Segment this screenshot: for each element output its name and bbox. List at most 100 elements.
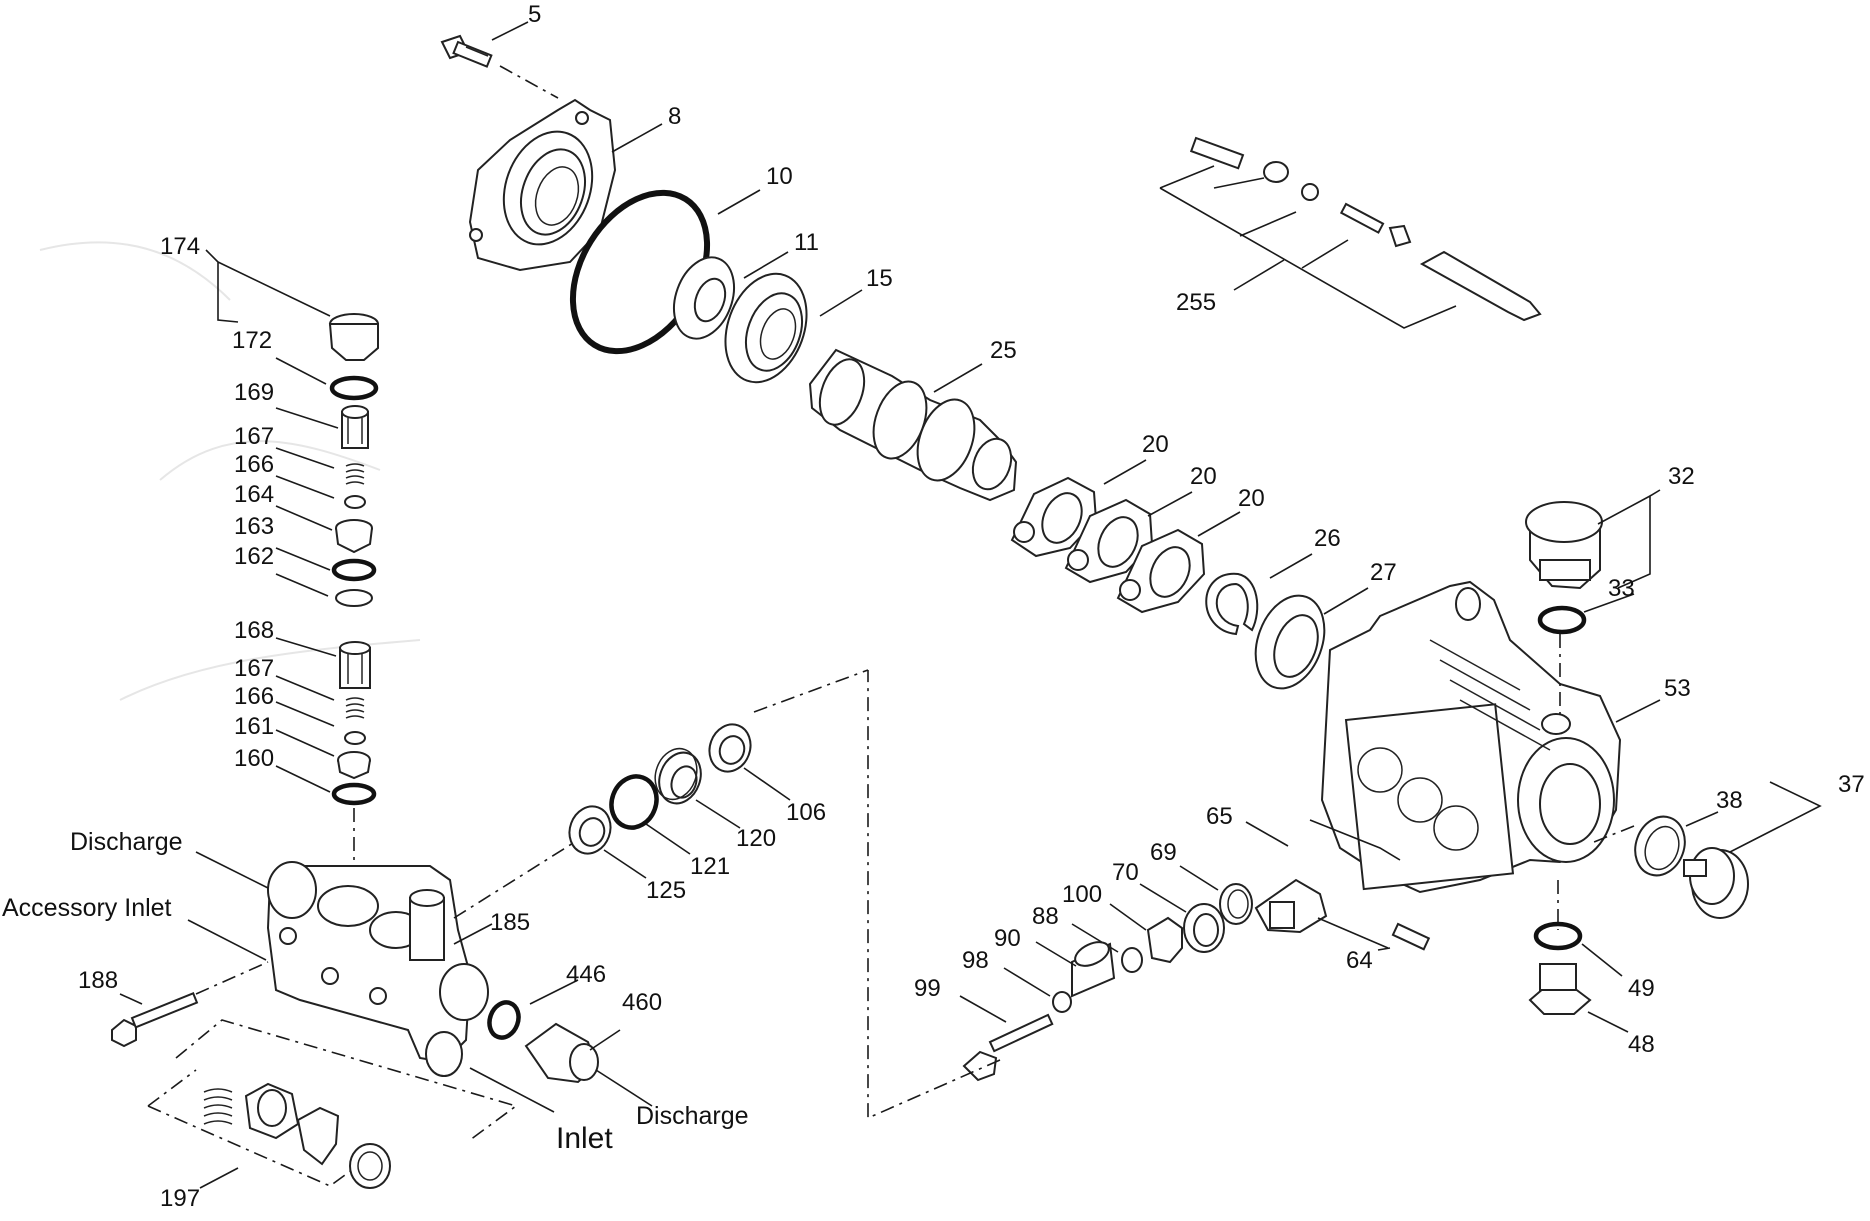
label-discharge-top: Discharge	[70, 828, 183, 856]
callout-446: 446	[566, 961, 606, 988]
callout-33: 33	[1608, 575, 1635, 602]
plug-37	[1683, 847, 1749, 919]
axis-plunger	[867, 670, 1001, 1120]
callout-48: 48	[1628, 1031, 1655, 1058]
callout-166b: 166	[234, 683, 274, 710]
callout-167a: 167	[234, 423, 274, 450]
callout-121: 121	[690, 853, 730, 880]
callout-98: 98	[962, 947, 989, 974]
leader-125	[603, 849, 647, 879]
callout-120: 120	[736, 825, 776, 852]
leader-460	[589, 1029, 621, 1051]
bearing-cover-8	[468, 98, 617, 272]
leader-inlet	[469, 1067, 555, 1113]
leader-166a	[275, 475, 335, 499]
valve-seat-161	[337, 751, 371, 780]
axis-37	[1593, 825, 1635, 843]
leader-65	[1245, 821, 1289, 847]
callout-169: 169	[234, 379, 274, 406]
leader-98	[1003, 967, 1051, 997]
connecting-rod-20b	[1064, 498, 1154, 584]
callout-65: 65	[1206, 803, 1233, 830]
leader-185	[453, 923, 493, 945]
leader-64	[1377, 947, 1391, 951]
seal-38	[1634, 815, 1686, 877]
leader-accessory-inlet	[187, 919, 267, 961]
callout-174: 174	[160, 233, 200, 260]
leader-164	[275, 505, 333, 531]
callout-255: 255	[1176, 289, 1216, 316]
washer-88	[1121, 947, 1143, 973]
callout-15: 15	[866, 265, 893, 292]
unloader-kit-197	[203, 1082, 391, 1189]
callout-188: 188	[78, 967, 118, 994]
o-ring-163	[331, 558, 377, 582]
seal-11	[673, 256, 735, 340]
leader-161	[275, 729, 335, 757]
bracket-65	[1309, 819, 1401, 861]
leader-25	[933, 363, 983, 393]
axis-seals	[453, 669, 869, 919]
leader-168	[275, 637, 337, 657]
spring-167b	[345, 697, 365, 719]
callout-106: 106	[786, 799, 826, 826]
callout-88: 88	[1032, 903, 1059, 930]
callout-5: 5	[528, 1, 541, 28]
label-inlet: Inlet	[556, 1122, 613, 1155]
connecting-rod-20c	[1116, 528, 1206, 614]
leader-197	[199, 1167, 239, 1189]
leader-70	[1139, 883, 1187, 913]
leader-33	[1583, 593, 1635, 613]
callout-8: 8	[668, 103, 681, 130]
leader-446	[529, 979, 579, 1005]
callout-49: 49	[1628, 975, 1655, 1002]
leader-discharge-bottom	[595, 1069, 653, 1107]
seal-38-inner	[1644, 825, 1680, 871]
leader-53	[1615, 699, 1661, 723]
leader-169	[275, 407, 339, 429]
o-ring-172	[329, 375, 379, 401]
leader-162	[275, 573, 329, 597]
spacer-90	[1071, 941, 1116, 998]
bracket-174	[205, 249, 331, 323]
seal-retainer-120	[654, 747, 702, 805]
leader-49	[1581, 943, 1623, 977]
crankshaft-25	[808, 348, 1018, 502]
valve-disc-166b	[344, 731, 366, 745]
callout-37: 37	[1838, 771, 1865, 798]
drain-plug-48	[1528, 963, 1592, 1015]
leader-20b	[1147, 491, 1193, 517]
oil-kit-255	[1189, 136, 1542, 322]
callout-27: 27	[1370, 559, 1397, 586]
valve-disc-166a	[344, 495, 366, 509]
plunger-bolt-99	[962, 1013, 1054, 1082]
callout-125: 125	[646, 877, 686, 904]
callout-185: 185	[490, 909, 530, 936]
callout-90: 90	[994, 925, 1021, 952]
o-ring-49	[1533, 921, 1583, 951]
callout-100: 100	[1062, 881, 1102, 908]
callout-32: 32	[1668, 463, 1695, 490]
seal-69	[1219, 883, 1253, 925]
callout-160: 160	[234, 745, 274, 772]
leader-163	[275, 547, 331, 571]
seal-125	[568, 805, 612, 855]
leader-discharge-top	[195, 851, 269, 889]
callout-197: 197	[160, 1185, 200, 1212]
axis-5	[499, 65, 559, 99]
callout-20b: 20	[1190, 463, 1217, 490]
leader-8	[611, 123, 663, 153]
callout-166a: 166	[234, 451, 274, 478]
washer-98	[1052, 991, 1072, 1013]
leader-160	[275, 765, 331, 793]
leader-106	[743, 767, 791, 801]
o-ring-121	[609, 774, 659, 830]
leader-99	[959, 995, 1007, 1023]
leader-20c	[1197, 511, 1241, 537]
bracket-32	[1597, 494, 1651, 589]
callout-460: 460	[622, 989, 662, 1016]
bracket-255	[1159, 165, 1457, 329]
retainer-100	[1146, 916, 1183, 964]
valve-cap-174	[328, 313, 379, 361]
bolt-188	[111, 991, 199, 1048]
